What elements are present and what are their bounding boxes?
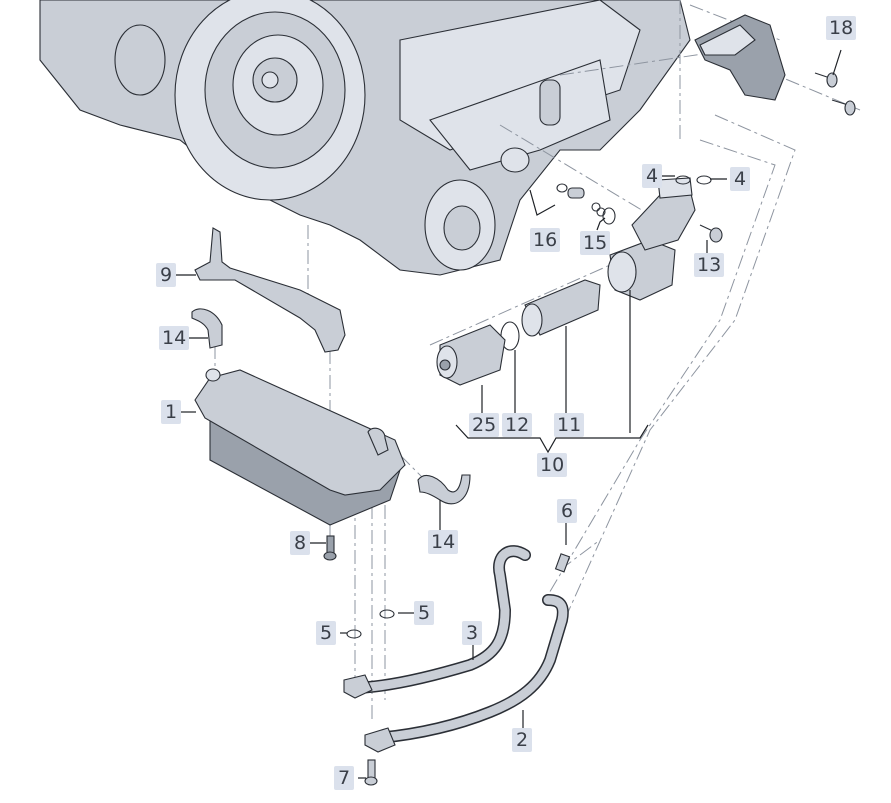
callout-25[interactable]: 25: [469, 413, 500, 437]
part-bolt-7: [364, 759, 378, 786]
callout-10[interactable]: 10: [537, 453, 568, 477]
part-cooling-line-2-fill: [373, 595, 568, 743]
part-atf-cooler: [194, 368, 406, 526]
callout-11[interactable]: 11: [554, 413, 585, 437]
part-bolt-8: [323, 535, 337, 561]
callout-4a[interactable]: 4: [642, 164, 662, 188]
callout-18[interactable]: 18: [826, 16, 857, 40]
part-screw-18a: [814, 72, 838, 88]
part-hose-upper: [191, 308, 223, 349]
callout-13[interactable]: 13: [694, 253, 725, 277]
callout-7[interactable]: 7: [334, 766, 354, 790]
part-connector-16: [556, 183, 606, 217]
part-filter-element: [521, 279, 601, 337]
callout-9[interactable]: 9: [156, 263, 176, 287]
callout-3[interactable]: 3: [462, 621, 482, 645]
part-o-ring-5b: [379, 609, 395, 619]
part-o-ring-4b: [696, 175, 712, 185]
callout-1[interactable]: 1: [161, 400, 181, 424]
part-filter-housing: [607, 177, 696, 301]
callout-12[interactable]: 12: [502, 413, 533, 437]
part-filter-cap: [436, 324, 506, 386]
part-line-flange-upper: [343, 674, 373, 699]
callout-6[interactable]: 6: [557, 499, 577, 523]
leader-lines: [175, 49, 842, 779]
part-bolt-13: [699, 224, 723, 243]
callout-5a[interactable]: 5: [316, 621, 336, 645]
part-screw-18b: [831, 99, 856, 116]
callout-4b[interactable]: 4: [730, 167, 750, 191]
part-o-ring-5a: [346, 629, 362, 639]
callout-5b[interactable]: 5: [414, 601, 434, 625]
part-mount-bracket: [694, 14, 786, 101]
part-bracket: [194, 227, 346, 353]
callout-15[interactable]: 15: [580, 231, 611, 255]
callout-2[interactable]: 2: [512, 728, 532, 752]
transmission-housing: [39, 0, 691, 276]
part-hose-lower: [417, 474, 471, 505]
part-bolt-6: [554, 553, 571, 573]
part-o-ring-4a: [675, 175, 691, 185]
part-cooling-line-3-fill: [345, 546, 530, 693]
callout-14a[interactable]: 14: [159, 326, 190, 350]
callout-8[interactable]: 8: [290, 531, 310, 555]
callout-14b[interactable]: 14: [428, 530, 459, 554]
callout-16[interactable]: 16: [530, 228, 561, 252]
part-line-flange-lower: [364, 727, 396, 753]
